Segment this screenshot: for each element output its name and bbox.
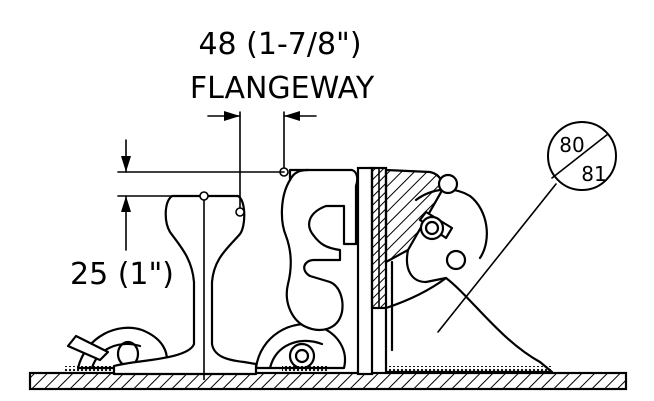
left-rail-clip — [64, 326, 169, 372]
flangeway-dimension — [207, 111, 317, 217]
height-value: 25 (1") — [70, 257, 174, 292]
callout-top: 80 — [559, 133, 584, 157]
support-plate — [356, 166, 388, 376]
callout-leader — [437, 121, 617, 333]
flangeway-value: 48 (1-7/8") — [198, 27, 361, 62]
flangeway-label: FLANGEWAY — [190, 71, 375, 106]
height-dimension — [117, 139, 285, 251]
base-plate — [28, 371, 628, 391]
brace-body — [384, 173, 554, 374]
callout-bottom: 81 — [581, 162, 606, 186]
middle-rail-clip — [254, 323, 347, 372]
guard-rail — [280, 168, 359, 331]
running-rail — [112, 194, 258, 376]
